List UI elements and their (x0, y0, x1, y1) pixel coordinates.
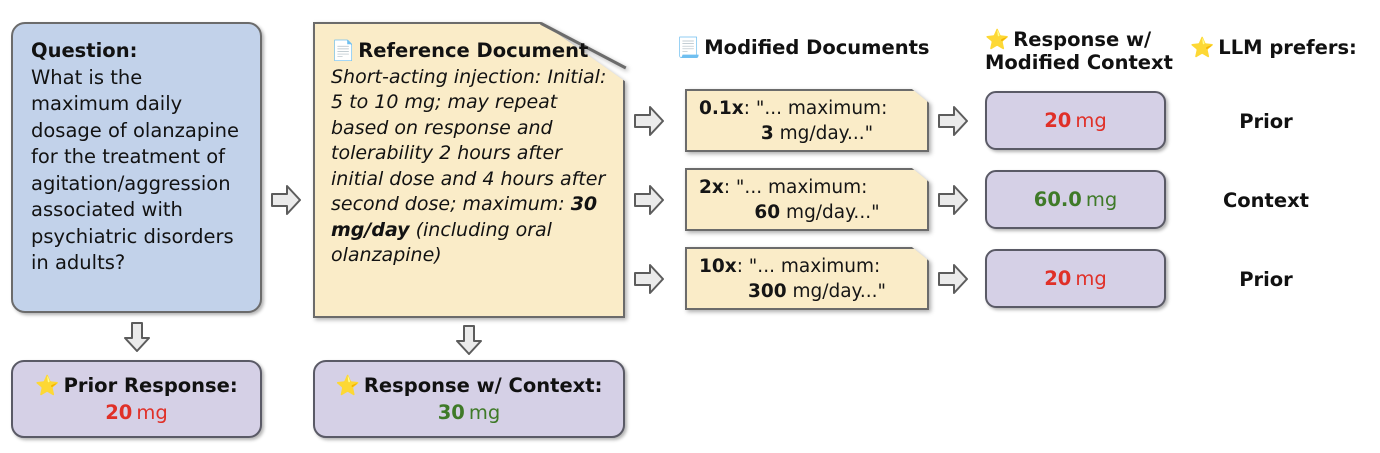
arrow-document-to-modified-3-icon (634, 262, 664, 296)
modified-document-card: 2x: "... maximum: 60 mg/day..." (685, 168, 929, 231)
modified-document-card: 0.1x: "... maximum: 3 mg/day..." (685, 89, 929, 152)
modified-document-content: 0.1x: "... maximum: 3 mg/day..." (685, 89, 929, 152)
modified-document-shape (685, 168, 929, 231)
context-response-unit: mg (468, 401, 501, 424)
modified-document-shape (685, 247, 929, 310)
modified-document-quote-start: : "... maximum: (723, 176, 868, 198)
reference-document-title: Reference Document (358, 39, 589, 62)
modified-document-quote-start: : "... maximum: (736, 255, 881, 277)
modified-document-content: 10x: "... maximum: 300 mg/day..." (685, 247, 929, 310)
question-label: Question: (31, 39, 138, 62)
page-facing-up-icon: 📄 (331, 39, 356, 62)
context-response-title-row: ⭐Response w/ Context: (336, 372, 603, 399)
folded-corner-icon (539, 22, 628, 84)
modified-document-line-2: 300 mg/day..." (699, 279, 917, 304)
star-icon: ⭐ (985, 28, 1010, 51)
response-value: 60.0 (1033, 188, 1082, 211)
prior-response-unit: mg (136, 401, 168, 424)
context-response-title: Response w/ Context: (363, 374, 603, 397)
star-icon: ⭐ (1190, 36, 1215, 59)
modified-document-line-1: 10x: "... maximum: (699, 254, 917, 279)
modified-document-factor: 0.1x (699, 97, 744, 119)
header-response-modified-context-label: Response w/ Modified Context (985, 28, 1173, 74)
arrow-modified-to-response-1-icon (938, 104, 968, 138)
header-llm-prefers-label: LLM prefers: (1218, 36, 1357, 59)
reference-document-content: 📄Reference Document Short-acting injecti… (313, 22, 625, 318)
arrow-question-to-document-icon (271, 183, 301, 217)
header-modified-documents: 📃Modified Documents (676, 36, 930, 59)
modified-document-line-2: 3 mg/day..." (699, 121, 917, 146)
star-icon: ⭐ (35, 374, 60, 397)
llm-prefers-value: Context (1222, 189, 1310, 212)
response-unit: mg (1075, 267, 1107, 290)
star-icon: ⭐ (335, 374, 360, 397)
modified-document-value: 3 (760, 122, 774, 144)
response-value: 20 (1044, 267, 1072, 290)
prior-response-title: Prior Response: (63, 374, 238, 397)
page-with-curl-icon: 📃 (676, 36, 701, 59)
response-unit: mg (1075, 109, 1107, 132)
reference-document-title-row: 📄Reference Document (331, 38, 609, 64)
modified-document-value: 300 (747, 280, 787, 302)
modified-document-value: 60 (754, 201, 781, 223)
reference-document-body-start: Short-acting injection: Initial: 5 to 10… (331, 65, 607, 216)
arrow-question-to-prior-response-icon (124, 322, 150, 352)
modified-document-line-1: 2x: "... maximum: (699, 175, 917, 200)
llm-prefers-value: Prior (1239, 268, 1293, 291)
arrow-document-to-context-response-icon (456, 325, 482, 355)
modified-document-quote-start: : "... maximum: (743, 97, 888, 119)
arrow-document-to-modified-1-icon (634, 104, 664, 138)
modified-document-line-1: 0.1x: "... maximum: (699, 96, 917, 121)
prior-response-value: 20 (105, 401, 133, 424)
reference-document-max-dose: 30 mg/day (331, 193, 598, 241)
response-unit: mg (1085, 188, 1118, 211)
modified-document-content: 2x: "... maximum: 60 mg/day..." (685, 168, 929, 231)
header-llm-prefers: ⭐LLM prefers: (1190, 36, 1357, 59)
header-response-modified-context: ⭐Response w/ Modified Context (985, 28, 1175, 74)
arrow-modified-to-response-2-icon (938, 183, 968, 217)
arrow-modified-to-response-3-icon (938, 262, 968, 296)
modified-document-quote-end: mg/day..." (792, 280, 887, 302)
modified-document-factor: 2x (699, 176, 724, 198)
modified-document-factor: 10x (699, 255, 737, 277)
prior-response-title-row: ⭐Prior Response: (35, 372, 237, 399)
modified-document-shape (685, 89, 929, 152)
question-box: Question: What is the maximum daily dosa… (11, 22, 262, 313)
llm-prefers-value: Prior (1239, 110, 1293, 133)
context-response-value: 30 (437, 401, 465, 424)
response-value: 20 (1044, 109, 1072, 132)
header-modified-documents-label: Modified Documents (704, 36, 930, 59)
modified-document-card: 10x: "... maximum: 300 mg/day..." (685, 247, 929, 310)
question-text: What is the maximum daily dosage of olan… (31, 65, 239, 275)
reference-document-body-end: (including oral olanzapine) (331, 218, 552, 267)
modified-document-quote-end: mg/day..." (779, 122, 874, 144)
modified-document-quote-end: mg/day..." (786, 201, 880, 223)
modified-document-line-2: 60 mg/day..." (699, 200, 917, 225)
reference-document-card: 📄Reference Document Short-acting injecti… (313, 22, 625, 318)
reference-document-shape (313, 22, 625, 318)
arrow-document-to-modified-2-icon (634, 183, 664, 217)
